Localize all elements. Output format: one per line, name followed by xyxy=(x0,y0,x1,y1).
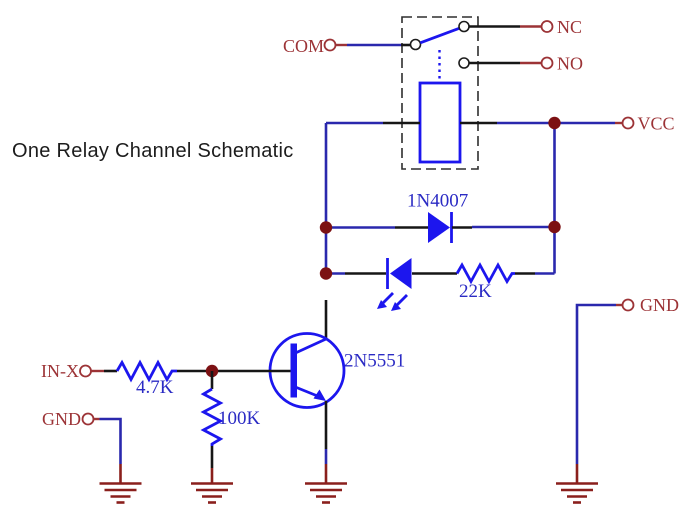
led-emission-arrowhead xyxy=(391,302,401,311)
junction-dot xyxy=(548,220,561,234)
label-22k: 22K xyxy=(459,281,492,302)
label-1n4007: 1N4007 xyxy=(407,191,468,212)
resistor-4k7 xyxy=(115,359,177,383)
label-in-x: IN-X xyxy=(41,361,79,381)
transistor-collector-stroke xyxy=(295,337,327,354)
label-2n5551: 2N5551 xyxy=(344,351,405,372)
ground-symbol xyxy=(99,482,142,504)
terminal-no xyxy=(540,56,554,70)
label-100k: 100K xyxy=(218,408,261,429)
relay-coil xyxy=(418,81,462,164)
led-triangle xyxy=(390,258,412,289)
gnd-left-wire xyxy=(99,417,122,464)
label-vcc: VCC xyxy=(638,114,675,134)
ground-symbol xyxy=(305,482,347,504)
terminal-nc xyxy=(540,20,554,33)
label-no: NO xyxy=(557,54,583,74)
terminal-com xyxy=(323,38,337,52)
transistor-base-bar xyxy=(290,343,297,398)
relay-com-contact xyxy=(409,38,422,51)
led-emission-arrowhead xyxy=(377,300,387,309)
relay-nc-contact xyxy=(458,20,470,33)
page-title: One Relay Channel Schematic xyxy=(12,140,294,162)
terminal-gnd-left xyxy=(81,412,95,426)
terminal-in-x xyxy=(79,364,92,378)
switch-blade xyxy=(419,26,460,45)
resistor-100k xyxy=(200,387,224,446)
junction-dot xyxy=(548,116,561,130)
resistor-22k xyxy=(455,262,515,285)
terminal-gnd-right xyxy=(621,298,635,312)
ground-symbol xyxy=(556,482,598,504)
junction-dot xyxy=(319,221,333,234)
diode-1n4007-triangle xyxy=(428,212,450,243)
junction-dot xyxy=(319,267,333,280)
terminal-vcc xyxy=(621,116,635,130)
label-gnd-right: GND xyxy=(640,295,679,315)
transistor-emitter-arrowhead xyxy=(313,389,326,401)
relay-dashed-outline xyxy=(401,16,479,170)
ground-symbol xyxy=(191,482,233,504)
label-nc: NC xyxy=(557,17,582,37)
label-com: COM xyxy=(283,36,324,56)
label-4.7k: 4.7K xyxy=(136,377,174,398)
gnd-right-wire xyxy=(575,303,616,464)
label-gnd-left: GND xyxy=(42,409,81,429)
relay-no-contact xyxy=(458,57,470,69)
